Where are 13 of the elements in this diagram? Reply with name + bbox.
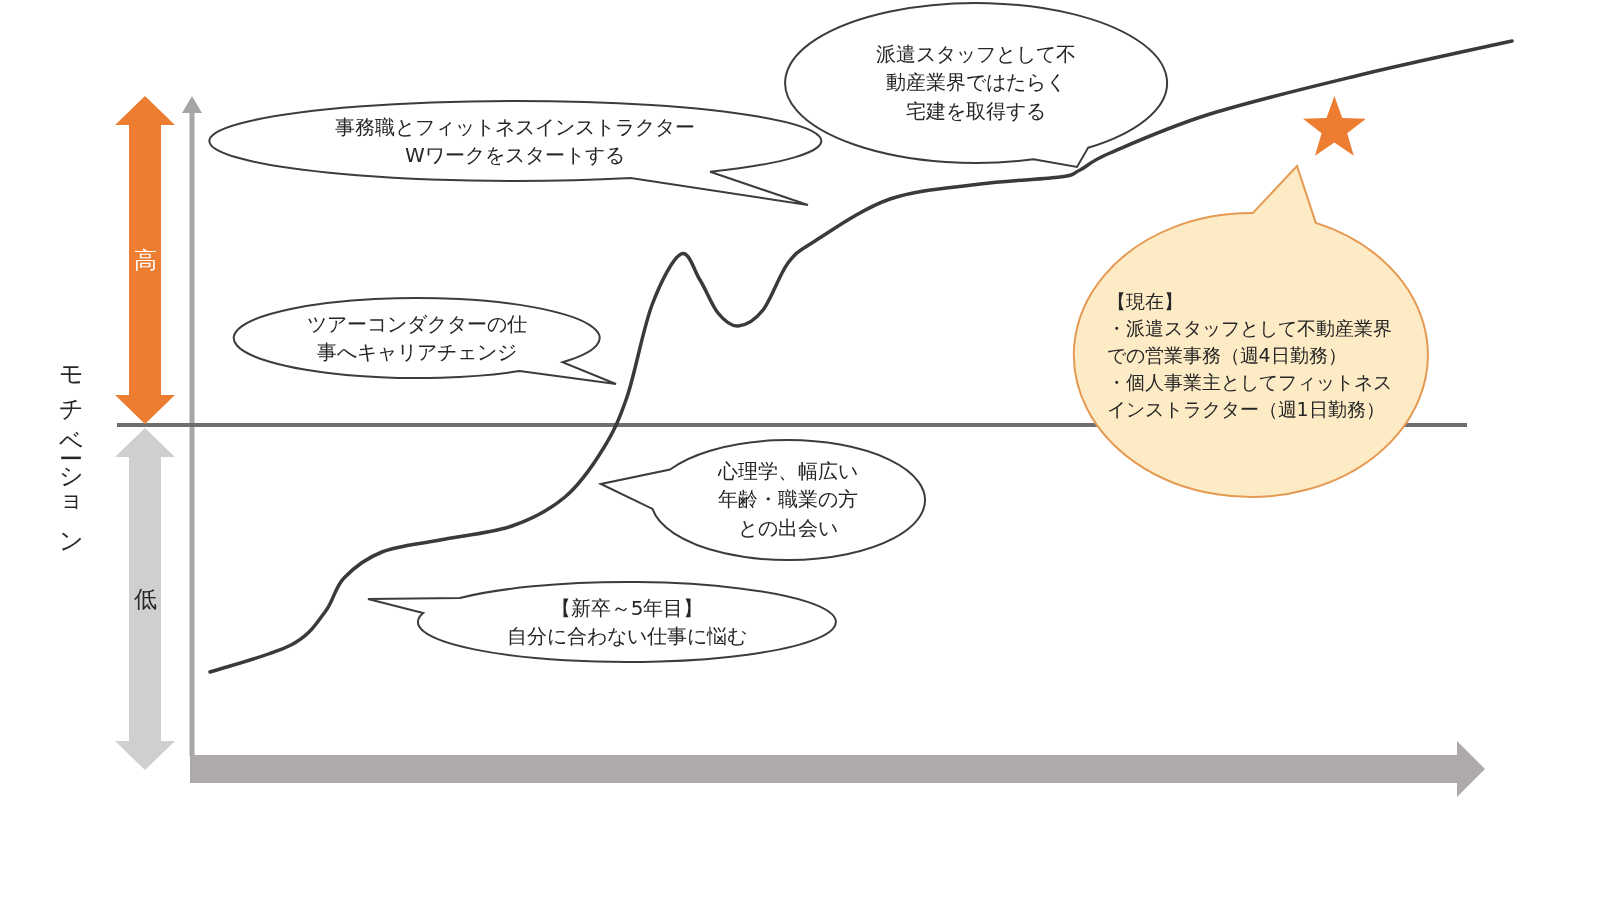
bubble-text: 心理学、幅広い年齢・職業の方との出会い — [716, 458, 859, 543]
bubble-text: ・個人事業主としてフィットネスインストラクター（週1日勤務） — [1106, 369, 1393, 422]
level-label: 低 — [133, 584, 157, 614]
bubble-text: 派遣スタッフとして不動産業界ではたらく — [875, 41, 1077, 97]
bubble-text: 事務職とフィットネスインストラクターWワークをスタートする — [334, 113, 696, 169]
bubble-text: 自分に合わない仕事に悩む — [506, 623, 748, 650]
bubble-text: 【現在】 — [1106, 288, 1184, 314]
bubble-text: 【新卒～5年目】 — [549, 594, 705, 622]
bubble-text: ツアーコンダクターの仕事へキャリアチェンジ — [306, 310, 528, 366]
level-label: 高 — [133, 245, 157, 275]
axis-title: モチベーション — [59, 350, 83, 548]
bubble-text: ・派遣スタッフとして不動産業界での営業事務（週4日勤務） — [1106, 315, 1393, 368]
bubble-text: 宅建を取得する — [905, 98, 1047, 126]
